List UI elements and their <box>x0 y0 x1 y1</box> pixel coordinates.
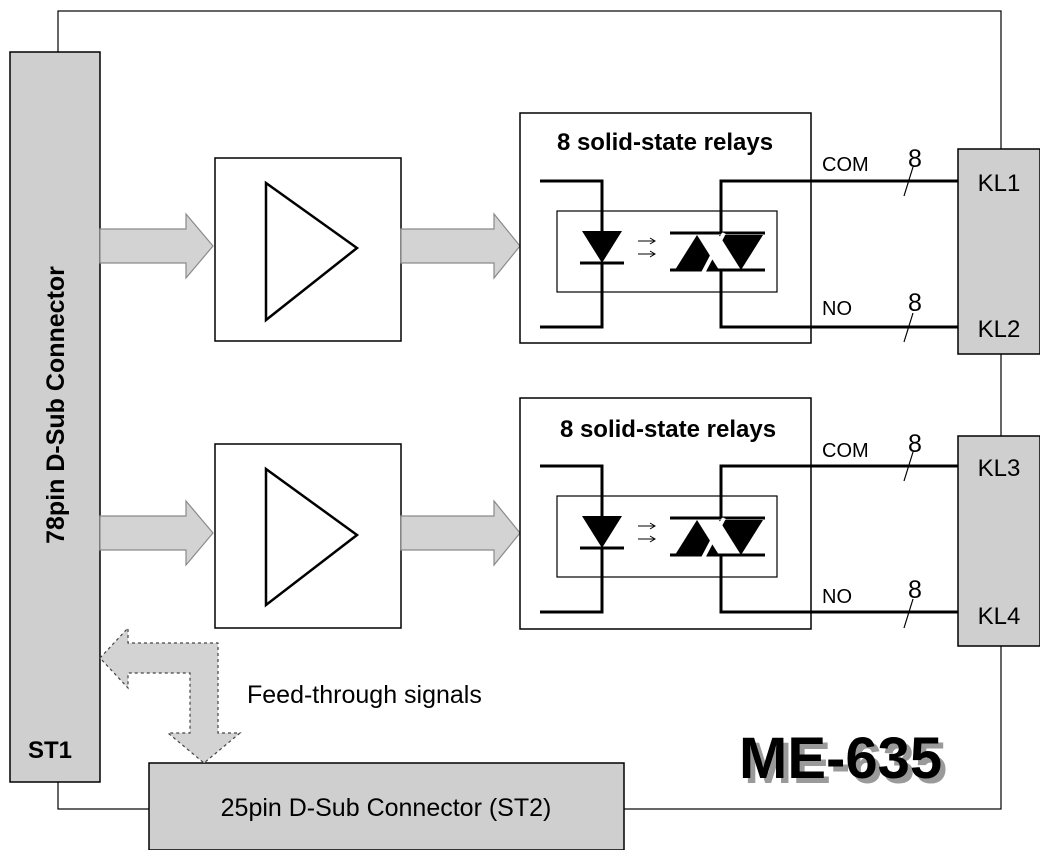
terminal-block-kl1-kl2: KL1 KL2 <box>957 148 1040 355</box>
output-arrow-2 <box>400 499 521 567</box>
feed-through-arrow <box>99 626 242 764</box>
com-count-2: 8 <box>908 430 922 458</box>
connector-st2-label: 25pin D-Sub Connector (ST2) <box>221 794 552 822</box>
channel-1: 8 solid-state relays COM 8 NO 8 <box>99 112 975 344</box>
relay-block-2-title: 8 solid-state relays <box>560 416 776 443</box>
terminal-kl3: KL3 <box>978 455 1021 482</box>
com-label-1: COM <box>822 154 869 176</box>
relay-block-1: 8 solid-state relays <box>519 112 975 344</box>
no-count-1: 8 <box>908 289 922 317</box>
output-arrow-1 <box>400 212 521 280</box>
model-label-shadow: ME-635 <box>744 731 947 796</box>
amplifier-2 <box>214 443 402 629</box>
terminal-kl4: KL4 <box>978 603 1021 630</box>
relay-block-1-title: 8 solid-state relays <box>557 129 773 156</box>
amplifier-1-icon <box>264 180 360 323</box>
connector-st1-tag: ST1 <box>28 737 72 764</box>
terminal-kl2: KL2 <box>978 316 1021 343</box>
no-label-1: NO <box>822 298 852 320</box>
connector-st1-label: 78pin D-Sub Connector <box>42 266 70 544</box>
terminal-kl1: KL1 <box>978 170 1021 197</box>
no-count-2: 8 <box>908 576 922 604</box>
channel-2: 8 solid-state relays COM 8 NO 8 <box>99 397 975 630</box>
relay-block-2: 8 solid-state relays <box>519 397 975 630</box>
model-label-text: ME-635 <box>739 726 942 791</box>
feed-through-label: Feed-through signals <box>247 681 482 709</box>
input-arrow-2 <box>99 499 214 567</box>
com-count-1: 8 <box>908 145 922 173</box>
com-label-2: COM <box>822 440 869 462</box>
amplifier-2-icon <box>264 466 360 608</box>
connector-st2: 25pin D-Sub Connector (ST2) <box>148 762 625 850</box>
terminal-block-kl3-kl4: KL3 KL4 <box>957 435 1040 647</box>
amplifier-1 <box>214 157 402 342</box>
input-arrow-1 <box>99 212 214 280</box>
model-label: ME-635 ME-635 <box>739 726 947 796</box>
connector-st1: 78pin D-Sub Connector ST1 <box>9 51 101 783</box>
no-label-2: NO <box>822 586 852 608</box>
